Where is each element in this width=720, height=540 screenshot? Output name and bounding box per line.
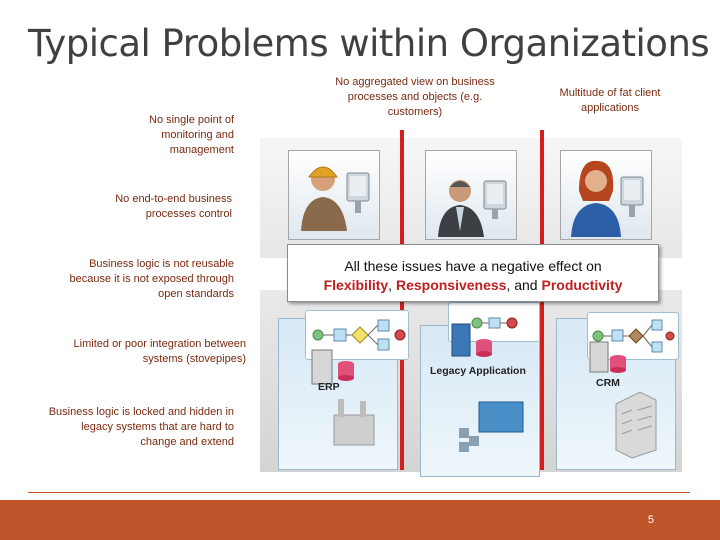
issue-monitoring: No single point of monitoring and manage…: [149, 114, 234, 156]
process-flow-icon: [312, 319, 406, 351]
process-flow-icon: [592, 319, 675, 353]
legacy-server-icon: [451, 323, 492, 357]
page-number: 5: [647, 514, 654, 526]
callout-keywords: Flexibility, Responsiveness, and Product…: [288, 277, 658, 293]
callout-line: All these issues have a negative effect …: [344, 258, 602, 274]
footer-rule: [28, 492, 690, 493]
note-fat-clients: Multitude of fat client applications: [559, 87, 661, 114]
woman-user-icon: [571, 160, 644, 237]
issue-logic-not-reusable: Business logic is not reusable because i…: [69, 258, 234, 300]
keyword-separator: ,: [388, 277, 396, 293]
worker-user-icon: [301, 166, 370, 231]
user-box-worker: [288, 150, 380, 240]
issue-legacy-locked: Business logic is locked and hidden in l…: [48, 406, 234, 448]
process-flow-icon: [471, 317, 518, 329]
mainframe-icon: [459, 401, 524, 452]
manager-user-icon: [438, 180, 507, 237]
slide-title: Typical Problems within Organizations: [28, 22, 710, 65]
issue-process-control: No end-to-end business processes control: [115, 193, 232, 220]
factory-icon: [333, 399, 375, 446]
keyword-flexibility: Flexibility: [323, 277, 389, 293]
keyword-separator: , and: [506, 277, 542, 293]
keyword-productivity: Productivity: [541, 277, 623, 293]
legacy-application-label: Legacy Application: [430, 365, 526, 377]
footer-bar: 5: [0, 500, 720, 540]
crm-server-icon: [589, 341, 626, 373]
impact-callout: All these issues have a negative effect …: [287, 244, 659, 302]
erp-label: ERP: [318, 381, 340, 393]
user-box-woman: [560, 150, 652, 240]
erp-server-icon: [311, 349, 354, 385]
issue-poor-integration: Limited or poor integration between syst…: [73, 338, 246, 365]
office-building-icon: [615, 391, 657, 459]
note-aggregated-view: No aggregated view on business processes…: [335, 76, 495, 118]
keyword-responsiveness: Responsiveness: [395, 277, 507, 293]
crm-label: CRM: [596, 377, 620, 389]
user-box-manager: [425, 150, 517, 240]
